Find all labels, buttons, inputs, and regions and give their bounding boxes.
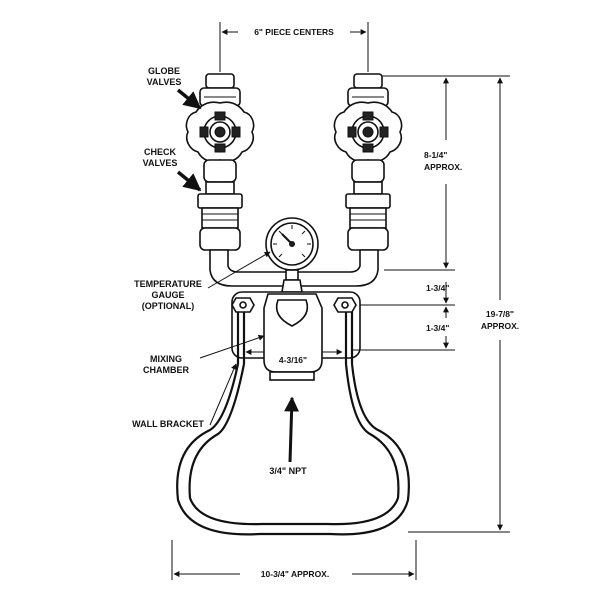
piece-centers-dimension: 6" PIECE CENTERS [219, 22, 369, 72]
npt-label: 3/4" NPT [269, 466, 307, 476]
mixing-chamber-label-line1: MIXING [150, 354, 182, 364]
manifold [209, 249, 379, 287]
temperature-gauge-label-line1: TEMPERATURE [134, 279, 202, 289]
left-valve-assembly [185, 73, 255, 251]
height-upper-value: 8-1/4" [424, 150, 447, 160]
check-valves-label-line2: VALVES [143, 158, 178, 168]
height-upper-approx: APPROX. [424, 162, 462, 172]
temperature-gauge-label-line2: GAUGE [151, 290, 184, 300]
chamber-width-dimension: 4-3/16" [245, 349, 343, 365]
mixing-chamber-label-line2: CHAMBER [143, 365, 189, 375]
right-dimensions: 8-1/4" APPROX. 1-3/4" 1-3/4" 19-7/8" APP… [352, 75, 519, 533]
temperature-gauge [265, 217, 319, 303]
total-height-approx: APPROX. [481, 321, 519, 331]
gap-1-label: 1-3/4" [426, 283, 449, 293]
total-height-value: 19-7/8" [486, 309, 514, 319]
piece-centers-label: 6" PIECE CENTERS [254, 27, 334, 37]
temperature-gauge-label-line3: (OPTIONAL) [142, 301, 195, 311]
wall-bracket-label: WALL BRACKET [132, 419, 204, 429]
annotation-arrows [176, 88, 300, 463]
total-width-dimension: 10-3/4" APPROX. [171, 540, 417, 580]
total-width-label: 10-3/4" APPROX. [261, 569, 329, 579]
right-valve-assembly [333, 73, 403, 251]
globe-valves-label-line1: GLOBE [148, 66, 180, 76]
gap-2-label: 1-3/4" [426, 323, 449, 333]
supply-tubes [176, 312, 410, 536]
check-valves-label-line1: CHECK [144, 147, 177, 157]
mixing-chamber [263, 293, 323, 381]
chamber-width-label: 4-3/16" [279, 355, 307, 365]
globe-valves-label-line2: VALVES [147, 77, 182, 87]
